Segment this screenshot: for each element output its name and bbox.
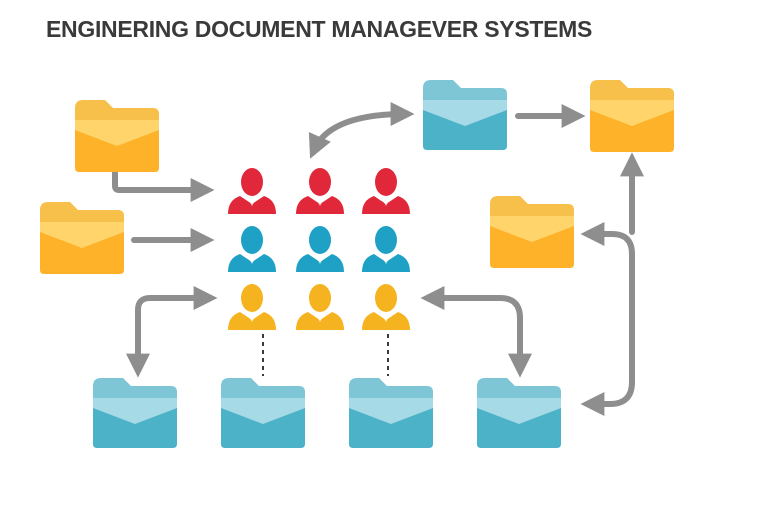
folder-icon[interactable]	[590, 80, 674, 152]
person-icon	[362, 168, 410, 214]
people-grid	[228, 168, 410, 330]
folder-icon[interactable]	[221, 378, 305, 448]
arrow-people-to-bottomright	[420, 286, 532, 378]
connectors	[112, 102, 644, 416]
arrow-people-to-topfolder	[308, 102, 415, 159]
person-icon	[296, 226, 344, 272]
folder-icon[interactable]	[490, 196, 574, 268]
person-icon	[228, 284, 276, 330]
arrow-right-trunk	[585, 231, 635, 407]
dashed-lines	[262, 334, 389, 376]
person-icon	[362, 284, 410, 330]
person-icon	[228, 168, 276, 214]
page-title: ENGINERING DOCUMENT MANAGEVER SYSTEMS	[46, 16, 593, 42]
arrow-folder1-to-people	[112, 169, 215, 202]
folder-icon[interactable]	[349, 378, 433, 448]
folder-icon[interactable]	[477, 378, 561, 448]
folder-icon[interactable]	[40, 202, 124, 274]
folder-icon[interactable]	[75, 100, 159, 172]
person-icon	[296, 168, 344, 214]
folder-icon[interactable]	[423, 80, 507, 150]
folder-icon[interactable]	[93, 378, 177, 448]
person-icon	[362, 226, 410, 272]
arrow-people-to-bottomleft	[126, 286, 218, 378]
person-icon	[228, 226, 276, 272]
person-icon	[296, 284, 344, 330]
